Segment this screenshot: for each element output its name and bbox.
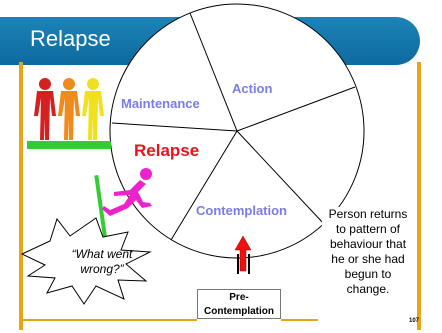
- left-accent-line: [19, 62, 23, 330]
- person-figures-icon: [27, 78, 111, 149]
- stages-wheel: [109, 3, 365, 259]
- slide-title: Relapse: [30, 26, 111, 51]
- speech-bubble: [20, 217, 152, 305]
- up-arrow-icon: [234, 235, 252, 274]
- segment-label-relapse: Relapse: [134, 141, 200, 160]
- segment-label-action: Action: [232, 81, 273, 96]
- speech-bubble-text: “What went wrong?”: [71, 247, 133, 276]
- right-accent-line: [417, 62, 421, 330]
- segment-label-maintenance: Maintenance: [121, 96, 200, 111]
- precontemplation-label: Pre- Contemplation: [197, 289, 281, 319]
- segment-label-contemplation: Contemplation: [196, 203, 287, 218]
- precontemplation-text: Pre- Contemplation: [204, 292, 274, 317]
- page-number: 107: [409, 318, 420, 324]
- falling-person-icon: [94, 168, 152, 243]
- relapse-note: Person returns to pattern of behaviour t…: [322, 207, 414, 297]
